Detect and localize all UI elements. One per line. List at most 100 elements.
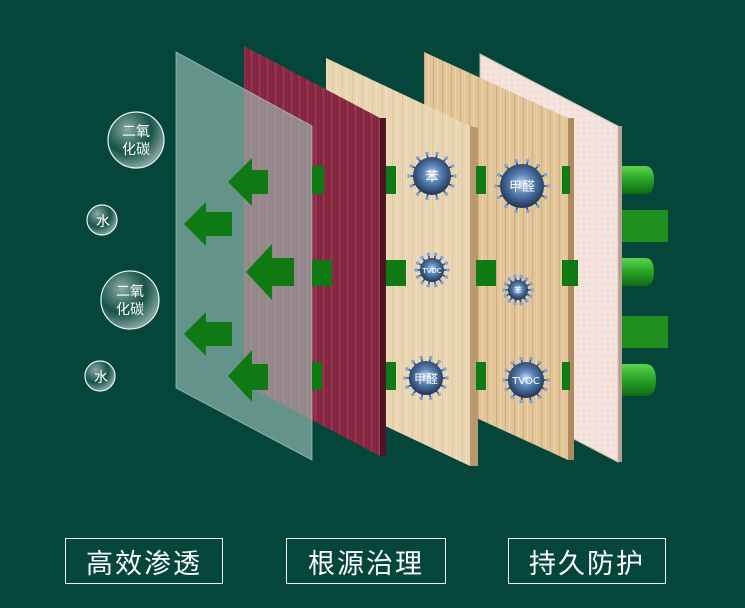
virus-spike-tip	[415, 261, 420, 265]
virus-spike-tip	[543, 172, 548, 177]
virus-spike-tip	[507, 299, 512, 303]
virus-spike-tip	[411, 392, 415, 397]
virus-spike-tip	[503, 163, 508, 168]
virus-spike-tip	[544, 368, 548, 373]
panel-glass	[175, 51, 313, 461]
virus-spike-tip	[529, 356, 533, 361]
virus-spike-tip	[435, 151, 439, 156]
virus-spike-tip	[444, 156, 449, 160]
virus-spike-tip	[450, 164, 455, 168]
virus-spike-tip	[414, 268, 418, 272]
co2-bubble: 二氧 化碳	[100, 270, 160, 330]
benzene-label: 苯	[514, 285, 522, 295]
virus-spike-tip	[543, 195, 548, 200]
virus-spike-tip	[536, 204, 541, 209]
inflow-tube-3	[622, 364, 656, 396]
virus-spike-tip	[510, 395, 515, 400]
virus-spike-tip	[544, 387, 548, 392]
virus-spike-tip	[450, 184, 455, 188]
virus-spike-tip	[513, 301, 517, 306]
virus-spike-tip	[405, 385, 409, 389]
virus-spike-tip	[419, 355, 424, 360]
virus-spike-tip	[528, 294, 533, 298]
virus-spike-tip	[536, 163, 541, 168]
virus-spike-tip	[433, 252, 438, 257]
flow-block	[386, 362, 396, 390]
inflow-tube-2	[622, 258, 654, 286]
virus-spike-tip	[503, 204, 508, 209]
virus-spike-tip	[444, 275, 449, 279]
flow-block	[476, 362, 486, 390]
co2-label-line2: 化碳	[116, 302, 144, 318]
virus-spike-tip	[428, 355, 433, 360]
flow-block	[312, 260, 332, 286]
virus-spike-tip	[444, 261, 449, 265]
virus-spike-tip	[437, 392, 441, 397]
virus-spike-tip	[525, 158, 530, 163]
virus-spike-tip	[524, 299, 529, 303]
inflow-tube-1	[622, 166, 654, 194]
flow-block	[386, 166, 396, 194]
formaldehyde-particle: 甲醛	[403, 355, 449, 401]
virus-spike-tip	[440, 255, 444, 260]
virus-spike-tip	[411, 359, 415, 364]
inflow-block-2	[622, 316, 668, 348]
virus-spike-tip	[502, 378, 506, 382]
virus-spike-tip	[513, 274, 517, 279]
virus-spike-tip	[409, 184, 414, 188]
flow-block	[562, 166, 570, 194]
water-label: 水	[94, 370, 108, 386]
virus-spike-tip	[525, 209, 530, 214]
virus-spike-tip	[503, 294, 508, 298]
virus-spike-tip	[446, 268, 450, 272]
virus-spike-tip	[415, 156, 420, 160]
virus-spike-tip	[502, 288, 506, 292]
virus-spike-tip	[415, 192, 420, 196]
virus-spike-tip	[420, 280, 424, 285]
virus-spike-tip	[425, 196, 429, 201]
virus-spike-tip	[519, 274, 523, 279]
formaldehyde-particle: 甲醛	[494, 158, 550, 214]
virus-spike-tip	[426, 252, 431, 257]
flow-block	[562, 260, 578, 286]
virus-spike-tip	[510, 360, 515, 365]
flow-block	[386, 260, 406, 286]
tvoc-particle: TVOC	[414, 252, 450, 288]
virus-spike-tip	[503, 282, 508, 286]
co2-label-line2: 化碳	[122, 142, 150, 158]
water-label: 水	[96, 214, 110, 230]
flow-block	[562, 362, 570, 390]
virus-spike-tip	[415, 275, 420, 279]
virus-spike-tip	[433, 283, 438, 288]
left-arrow-icon	[184, 202, 232, 246]
virus-spike-tip	[445, 376, 449, 380]
virus-spike-tip	[440, 280, 444, 285]
virus-spike-tip	[405, 367, 409, 371]
benzene-particle: 苯	[407, 151, 457, 201]
virus-spike-tip	[514, 209, 519, 214]
inflow-arrows	[622, 166, 668, 396]
water-bubble: 水	[84, 360, 116, 392]
virus-spike-tip	[519, 399, 523, 404]
virus-spike-tip	[425, 151, 429, 156]
co2-label-line1: 二氧	[116, 284, 144, 300]
virus-spike-tip	[496, 172, 501, 177]
co2-label-line1: 二氧	[122, 124, 150, 140]
flow-block	[476, 260, 496, 286]
virus-spike-tip	[519, 356, 523, 361]
virus-spike-tip	[504, 368, 508, 373]
virus-spike-tip	[537, 395, 542, 400]
virus-spike-tip	[496, 195, 501, 200]
virus-spike-tip	[403, 376, 407, 380]
left-arrow-icon	[228, 350, 268, 402]
inflow-block-1	[622, 210, 668, 242]
virus-spike-tip	[524, 277, 529, 281]
flow-block	[476, 166, 486, 194]
tvoc-particle: TVOC	[502, 356, 550, 404]
benzene-label: 苯	[425, 170, 438, 185]
virus-spike-tip	[428, 396, 433, 401]
formaldehyde-label: 甲醛	[414, 371, 438, 386]
virus-spike-tip	[514, 158, 519, 163]
virus-spike-tip	[426, 283, 431, 288]
feature-badge-penetration: 高效渗透	[65, 538, 223, 584]
